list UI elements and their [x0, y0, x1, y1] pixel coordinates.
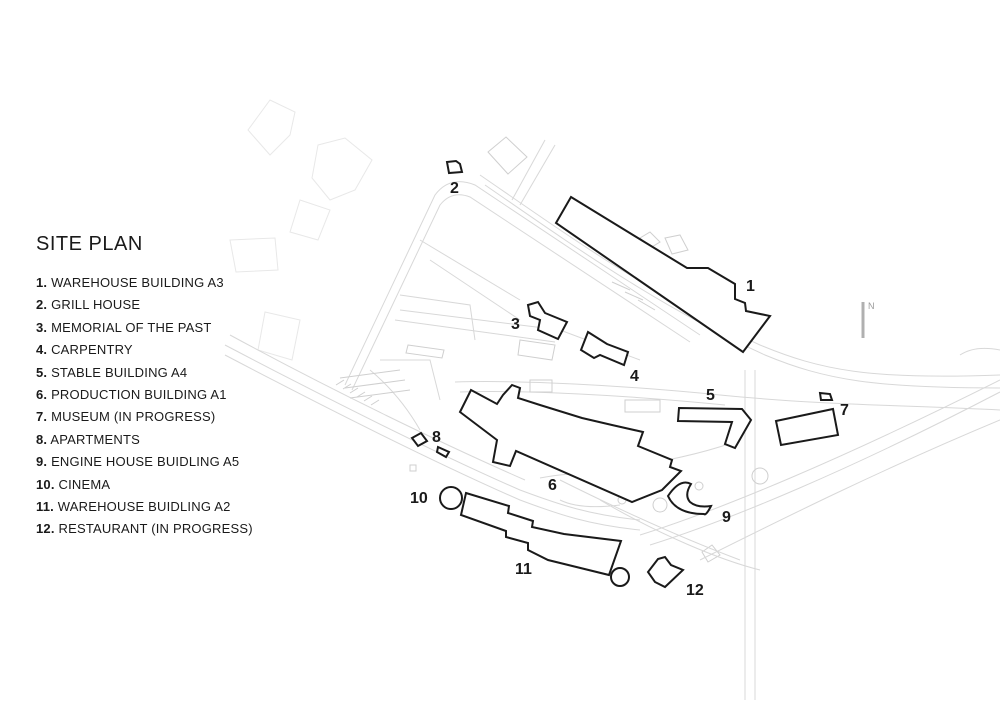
legend-item: 3. MEMORIAL OF THE PAST — [36, 319, 212, 335]
map-label-10: 10 — [410, 490, 428, 507]
map-labels: 1 2 3 4 5 6 7 8 9 10 11 12 — [410, 180, 849, 599]
building-11-warehouse-a2 — [459, 491, 623, 577]
map-label-3: 3 — [511, 316, 520, 333]
building-1-warehouse-a3 — [554, 195, 772, 354]
legend-item: 8. APARTMENTS — [36, 431, 141, 447]
building-7-museum-annex — [818, 391, 834, 401]
building-5-stable-a4 — [676, 406, 753, 450]
map-label-11: 11 — [515, 561, 532, 578]
context-parcels — [229, 99, 721, 563]
legend-item: 9. ENGINE HOUSE BUIDLING A5 — [36, 454, 240, 470]
north-label: N — [868, 301, 875, 311]
map-label-2: 2 — [450, 180, 459, 197]
building-6-production-a1 — [458, 383, 683, 504]
legend-item: 12. RESTAURANT (IN PROGRESS) — [36, 521, 253, 537]
building-12-restaurant — [646, 555, 685, 589]
legend-title: SITE PLAN — [36, 233, 143, 255]
building-8-apartments-a — [410, 431, 429, 448]
building-10-cinema — [439, 486, 463, 510]
building-9-engine-house — [666, 481, 713, 516]
context-features — [335, 231, 769, 513]
north-arrow: N — [861, 301, 875, 338]
map-label-8: 8 — [432, 429, 441, 446]
legend-list: 1. WAREHOUSE BUILDING A3 2. GRILL HOUSE … — [36, 272, 296, 541]
legend-item: 10. CINEMA — [36, 476, 111, 492]
map-label-12: 12 — [686, 582, 704, 599]
map-label-1: 1 — [746, 278, 755, 295]
legend-item: 5. STABLE BUILDING A4 — [36, 364, 188, 380]
map-label-9: 9 — [722, 509, 731, 526]
legend: SITE PLAN 1. WAREHOUSE BUILDING A3 2. GR… — [36, 233, 296, 541]
building-2-grill-house — [445, 159, 464, 175]
legend-item: 4. CARPENTRY — [36, 342, 133, 358]
map-label-4: 4 — [630, 368, 639, 385]
legend-item: 6. PRODUCTION BUILDING A1 — [36, 386, 227, 402]
map-label-5: 5 — [706, 387, 715, 404]
building-11-warehouse-a2-silo — [610, 567, 630, 587]
building-7-museum — [774, 407, 840, 447]
building-4-carpentry — [579, 330, 630, 367]
map-label-7: 7 — [840, 402, 849, 419]
legend-item: 11. WAREHOUSE BUIDLING A2 — [36, 498, 231, 514]
legend-item: 1. WAREHOUSE BUILDING A3 — [36, 275, 224, 290]
map-label-6: 6 — [548, 477, 557, 494]
legend-item: 2. GRILL HOUSE — [36, 297, 141, 313]
legend-item: 7. MUSEUM (IN PROGRESS) — [36, 409, 216, 425]
building-3-memorial — [526, 300, 569, 341]
building-8-apartments-b — [435, 445, 451, 459]
buildings — [410, 159, 840, 589]
